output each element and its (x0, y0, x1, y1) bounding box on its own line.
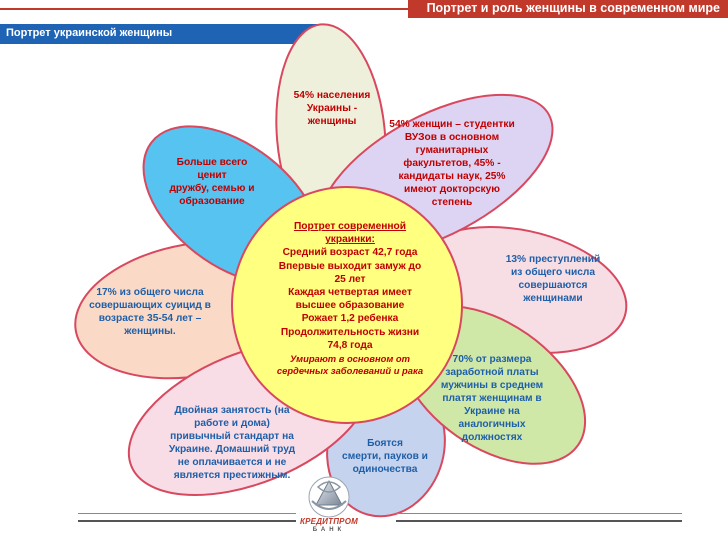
bank-logo-name: КРЕДИТПРОМ (300, 517, 358, 526)
petal-salary-line: мужчины в среднем (440, 380, 544, 391)
petal-students-line: имеют докторскую (404, 184, 500, 195)
footer-line-left (78, 520, 296, 522)
petal-population-line: 54% населения (293, 90, 371, 101)
center-line: Впервые выходит замуж до (278, 260, 422, 272)
petal-students-line: 54% женщин – студентки (389, 119, 515, 130)
center-circle (231, 186, 463, 424)
section-arrow (0, 24, 330, 44)
petal-students-line: факультетов, 45% - (403, 158, 501, 169)
petal-population-line: Украины - (306, 103, 358, 114)
petal-values-line: образование (179, 196, 245, 207)
petal-suicide-line: возрасте 35-54 лет – (98, 313, 202, 324)
petal-workload-line: не оплачивается и не (177, 457, 287, 468)
center-title: Портрет современной украинки: (240, 220, 460, 246)
petal-crimes-line: совершаются (518, 280, 588, 291)
petal-students-line: ВУЗов в основном (404, 132, 500, 143)
petal-crimes-line: из общего числа (510, 267, 596, 278)
petal-suicide-line: женщины. (124, 326, 176, 337)
petal-suicide-text: 17% из общего числа совершающих суицид в в… (76, 286, 224, 338)
petal-fears-line: смерти, пауков и (342, 451, 428, 462)
petal-workload-line: привычный стандарт на (170, 431, 294, 442)
center-line: 25 лет (334, 273, 366, 285)
petal-workload-line: работе и дома) (194, 418, 270, 429)
header-banner: Портрет и роль женщины в современном мир… (408, 0, 728, 18)
center-line: украинки: (325, 234, 375, 246)
center-line: Средний возраст 42,7 года (282, 247, 418, 259)
petal-fears-line: одиночества (352, 464, 418, 475)
header-bar: Портрет и роль женщины в современном мир… (0, 0, 728, 18)
petal-salary-line: аналогичных (458, 419, 526, 430)
petal-students-line: кандидаты наук, 25% (398, 171, 506, 182)
center-line: сердечных заболеваний и рака (276, 365, 424, 377)
petal-workload-line: Двойная занятость (на (174, 405, 290, 416)
center-line: Рожает 1,2 ребенка (301, 313, 399, 325)
petal-salary-line: 70% от размера (452, 354, 532, 365)
center-line: Умирают в основном от (290, 353, 410, 365)
petal-salary-line: должностях (461, 432, 523, 443)
petal-workload-text: Двойная занятость (на работе и дома) привы… (150, 404, 314, 482)
center-text: Портрет современной украинки: Средний воз… (240, 220, 460, 377)
petal-values-line: Больше всего (176, 157, 248, 168)
center-line: высшее образование (295, 300, 405, 312)
footer-line-top-right (396, 513, 682, 514)
center-line: Продолжительность жизни (280, 326, 420, 338)
petal-workload-line: Украине. Домашний труд (168, 444, 296, 455)
footer-line-right (396, 520, 682, 522)
petal-fears-line: Боятся (367, 438, 403, 449)
petal-suicide-line: совершающих суицид в (89, 300, 211, 311)
section-title: Портрет украинской женщины (6, 27, 173, 39)
petal-salary-line: Украине на (464, 406, 520, 417)
footer-line-top-left (78, 513, 296, 514)
petal-salary-line: платят женщинам в (442, 393, 542, 404)
petal-population-line: женщины (307, 116, 357, 127)
petal-suicide-line: 17% из общего числа (96, 287, 204, 298)
bank-logo-icon (308, 476, 350, 518)
petal-crimes-line: женщинами (523, 293, 583, 304)
center-line: Каждая четвертая имеет (288, 287, 412, 299)
petal-fears-text: Боятся смерти, пауков и одиночества (329, 437, 441, 476)
petal-workload-line: является престижным. (173, 470, 291, 481)
petal-salary-text: 70% от размера заработной платы мужчины в … (424, 353, 560, 444)
petal-values-line: ценит (197, 170, 227, 181)
center-line: Портрет современной (293, 221, 407, 232)
petal-crimes-text: 13% преступлений из общего числа совершают… (494, 253, 612, 305)
petal-salary-line: заработной платы (445, 367, 539, 378)
bank-logo-sub: БАНК (312, 527, 346, 533)
center-line: 74,8 года (327, 339, 373, 351)
page-title: Портрет и роль женщины в современном мир… (426, 1, 720, 15)
petal-students-line: гуманитарных (415, 145, 489, 156)
petal-values-line: дружбу, семью и (169, 183, 255, 194)
section-label: Портрет украинской женщины (0, 24, 330, 44)
petal-values-text: Больше всего ценит дружбу, семью и образова… (150, 156, 274, 208)
header-line (0, 8, 728, 10)
petal-students-line: степень (431, 197, 473, 208)
petal-crimes-line: 13% преступлений (505, 254, 601, 265)
